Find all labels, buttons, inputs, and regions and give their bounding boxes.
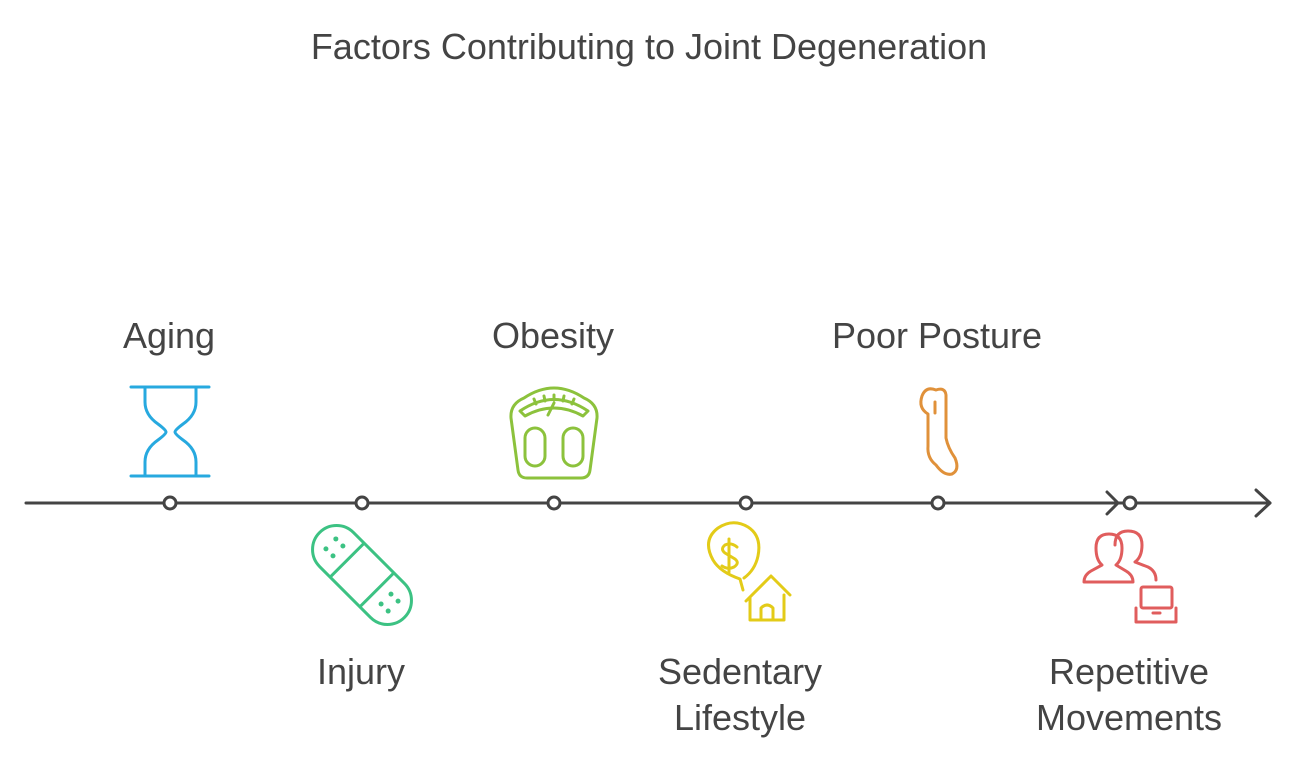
- bandage-icon: [311, 524, 413, 626]
- weight-scale-icon: [509, 386, 599, 480]
- diagram-title: Factors Contributing to Joint Degenerati…: [310, 26, 988, 67]
- factor-label-repetitive-movements: Repetitive Movements: [1035, 651, 1223, 738]
- marker-aging: [162, 495, 178, 511]
- marker-poor-posture: [930, 495, 946, 511]
- factor-label-aging: Aging: [122, 315, 216, 356]
- marker-sedentary-lifestyle: [738, 495, 754, 511]
- hourglass-icon: [129, 385, 211, 478]
- axis-inner-chevron-icon: [1105, 490, 1120, 516]
- factor-label-obesity: Obesity: [491, 315, 615, 356]
- factor-label-injury: Injury: [316, 651, 406, 692]
- factor-label-sedentary-lifestyle: Sedentary Lifestyle: [657, 651, 823, 738]
- marker-obesity: [546, 495, 562, 511]
- factor-label-poor-posture: Poor Posture: [831, 315, 1043, 356]
- timeline-markers: [162, 495, 1138, 511]
- posture-figure-icon: [919, 387, 959, 476]
- marker-injury: [354, 495, 370, 511]
- users-laptop-icon: [1082, 529, 1178, 624]
- axis-arrowhead-icon: [1254, 488, 1272, 518]
- timeline-axis: [24, 488, 1272, 518]
- money-house-icon: [707, 521, 792, 622]
- marker-repetitive-movements: [1122, 495, 1138, 511]
